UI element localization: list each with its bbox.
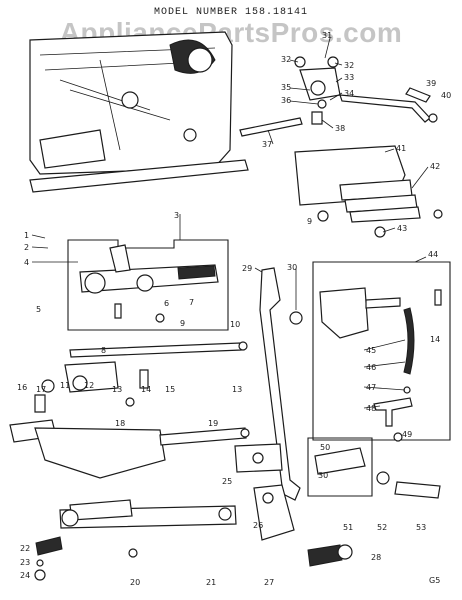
callout: 21 <box>206 578 216 587</box>
callout: 6 <box>164 299 169 308</box>
machine-head-illustration <box>29 31 249 193</box>
callout: 30 <box>318 471 328 480</box>
callout: 10 <box>230 320 240 329</box>
callout: 9 <box>307 217 312 226</box>
callout: 30 <box>287 263 297 272</box>
callout: 38 <box>335 124 345 133</box>
callout: 20 <box>130 578 140 587</box>
callout: 40 <box>441 91 451 100</box>
model-number-header: MODEL NUMBER 158.18141 <box>153 7 309 18</box>
callout: 43 <box>397 224 407 233</box>
callout: 24 <box>20 571 30 580</box>
callout: 15 <box>165 385 175 394</box>
callout: 35 <box>281 83 291 92</box>
callout: 16 <box>17 383 27 392</box>
callout: 14 <box>430 335 440 344</box>
callout: 46 <box>366 363 376 372</box>
callout: 44 <box>428 250 438 259</box>
callout: 17 <box>36 385 46 394</box>
shaft-15-assembly <box>64 341 248 407</box>
part-28 <box>307 544 343 567</box>
callout: 14 <box>141 385 151 394</box>
frame-3 <box>67 239 229 331</box>
callout: 23 <box>20 558 30 567</box>
frame-51 <box>307 437 373 497</box>
callout: 19 <box>208 419 218 428</box>
callout: 31 <box>322 31 332 40</box>
callout: 18 <box>115 419 125 428</box>
callout: 41 <box>396 144 406 153</box>
callout: 5 <box>36 305 41 314</box>
callout: 22 <box>20 544 30 553</box>
part-53 <box>394 481 441 499</box>
callout: 27 <box>264 578 274 587</box>
part-3-assembly <box>79 244 219 323</box>
bracket-assembly <box>294 145 443 238</box>
callout: 1 <box>24 231 29 240</box>
callout: 4 <box>24 258 29 267</box>
callout: 50 <box>320 443 330 452</box>
callout: 3 <box>174 211 179 220</box>
callout: 29 <box>242 264 252 273</box>
callout: 2 <box>24 243 29 252</box>
callout: 7 <box>189 298 194 307</box>
callout: 51 <box>343 523 353 532</box>
callout: 39 <box>426 79 436 88</box>
callout: 52 <box>377 523 387 532</box>
callout: 32 <box>281 55 291 64</box>
callout-labels: 1 2 3 4 5 6 7 8 9 9 10 11 12 13 13 14 14… <box>17 31 451 587</box>
callout: 28 <box>371 553 381 562</box>
lever-29 <box>259 267 301 501</box>
callout: 13 <box>112 385 122 394</box>
callout: 12 <box>84 381 94 390</box>
callout: 32 <box>344 61 354 70</box>
main-shaft-21 <box>34 499 237 581</box>
callout: 45 <box>366 346 376 355</box>
rock-shaft-18-19 <box>34 427 250 479</box>
callout: 42 <box>430 162 440 171</box>
callout: 48 <box>366 404 376 413</box>
frame-44 <box>312 261 451 441</box>
callout: 33 <box>344 73 354 82</box>
upper-right-assembly <box>239 56 438 137</box>
callout: 53 <box>416 523 426 532</box>
callout: 11 <box>60 381 70 390</box>
leader-lines <box>31 37 429 409</box>
callout: 9 <box>180 319 185 328</box>
callout: 36 <box>281 96 291 105</box>
callout: 49 <box>402 430 412 439</box>
callout: 34 <box>344 89 354 98</box>
callout: 26 <box>253 521 263 530</box>
page-code: G5 <box>429 576 440 585</box>
callout: 25 <box>222 477 232 486</box>
callout: 37 <box>262 140 272 149</box>
callout: 13 <box>232 385 242 394</box>
callout: 8 <box>101 346 106 355</box>
part-44-assembly <box>319 287 442 442</box>
